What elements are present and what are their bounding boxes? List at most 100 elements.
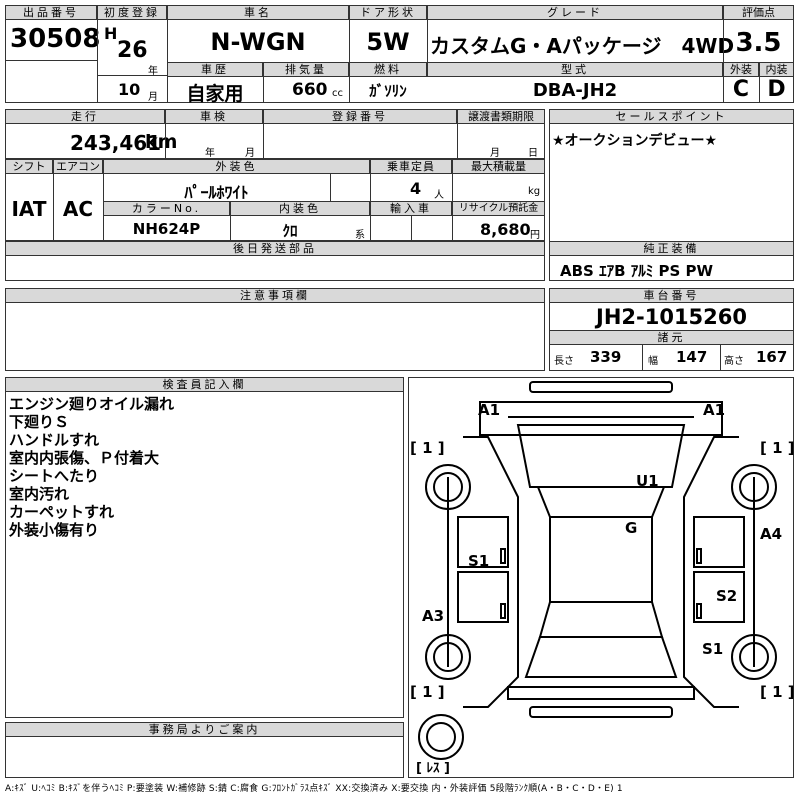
displacement-label: 排気量 — [263, 62, 349, 77]
reg-month-unit: 月 — [148, 92, 158, 103]
equipment-value: ABS ｴｱB ｱﾙﾐ PS PW — [560, 262, 714, 280]
interior-label: 内装 — [759, 62, 794, 77]
mark-u1: U1 — [636, 472, 659, 490]
office-label: 事務局よりご案内 — [5, 722, 404, 737]
mark-a1-left: A1 — [478, 401, 500, 419]
era: H — [104, 24, 118, 43]
note-line: 室内内張傷、Ｐ付着大 — [9, 449, 160, 467]
import-label: 輸入車 — [370, 201, 452, 216]
caution-label: 注意事項欄 — [5, 288, 545, 303]
score-label: 評価点 — [723, 5, 794, 20]
inspection-month-unit: 月 — [245, 148, 255, 159]
spare-tire-mark: [ ﾚｽ ] — [416, 761, 450, 776]
capacity-unit: 人 — [434, 190, 444, 201]
aircon-value: AC — [62, 197, 94, 221]
ext-color-value: ﾊﾟｰﾙﾎﾜｲﾄ — [184, 183, 249, 202]
shift-label: シフト — [5, 159, 53, 174]
tire-rl-mark: [ 1 ] — [410, 683, 445, 701]
transfer-month-unit: 月 — [490, 148, 500, 159]
fuel-label: 燃料 — [349, 62, 427, 77]
note-line: 室内汚れ — [9, 485, 70, 503]
tire-rr-mark: [ 1 ] — [760, 683, 794, 701]
model-label: 車名 — [167, 5, 349, 20]
score-value: 3.5 — [735, 28, 782, 58]
doors-label: ドア形状 — [349, 5, 427, 20]
note-line: エンジン廻りオイル漏れ — [9, 395, 175, 413]
interior-score: D — [767, 77, 786, 102]
history-value: 自家用 — [186, 83, 244, 105]
color-no-label: カラーNo. — [103, 201, 230, 216]
lot-label: 出品番号 — [5, 5, 97, 20]
note-line: カーペットすれ — [9, 503, 115, 521]
tire-fl-mark: [ 1 ] — [410, 439, 445, 457]
int-color-unit: 系 — [355, 230, 365, 241]
car-damage-diagram: A1 A1 U1 G S1 A4 A3 S2 S1 [ 1 ] [ 1 ] [ … — [410, 381, 794, 776]
displacement-value: 660 — [292, 80, 328, 100]
height-value: 167 — [756, 348, 788, 366]
chassis-number: JH2-1015260 — [596, 305, 747, 329]
mark-a4: A4 — [760, 525, 782, 543]
length-value: 339 — [590, 348, 622, 366]
fuel-value: ｶﾞｿﾘﾝ — [369, 82, 407, 100]
mileage-unit: km — [145, 131, 178, 153]
shift-value: IAT — [11, 197, 47, 221]
width-value: 147 — [676, 348, 708, 366]
sales-point-label: セールスポイント — [549, 109, 794, 124]
transfer-day-unit: 日 — [528, 148, 538, 159]
damage-diagram-frame — [408, 377, 794, 778]
inspector-label: 検査員記入欄 — [5, 377, 404, 392]
chassis-label: 車台番号 — [549, 288, 794, 303]
mark-a3: A3 — [422, 607, 444, 625]
lot-number: 30508 — [10, 24, 101, 54]
inspector-notes: エンジン廻りオイル漏れ 下廻りＳ ハンドルすれ 室内内張傷、Ｐ付着大 シートへた… — [9, 395, 174, 539]
tire-fr-mark: [ 1 ] — [760, 439, 794, 457]
mileage-label: 走行 — [5, 109, 165, 124]
reg-year-unit: 年 — [148, 66, 158, 77]
grade-label: グレード — [427, 5, 723, 20]
mark-s1-left: S1 — [468, 552, 489, 570]
transfer-label: 譲渡書類期限 — [457, 109, 545, 124]
mark-s2: S2 — [716, 587, 737, 605]
note-line: ハンドルすれ — [9, 431, 100, 449]
legend: A:ｷｽﾞ U:ﾍｺﾐ B:ｷｽﾞを伴うﾍｺﾐ P:要塗装 W:補修跡 S:錆 … — [5, 784, 623, 794]
aircon-label: エアコン — [53, 159, 103, 174]
exterior-score: C — [732, 77, 750, 102]
type-label: 型式 — [427, 62, 723, 77]
history-label: 車歴 — [167, 62, 263, 77]
height-label: 高さ — [724, 356, 744, 367]
note-line: 下廻りＳ — [9, 413, 70, 431]
inspection-label: 車検 — [165, 109, 263, 124]
model-name: N-WGN — [210, 28, 306, 56]
length-label: 長さ — [554, 356, 574, 367]
note-line: 外装小傷有り — [9, 521, 100, 539]
inspection-year-unit: 年 — [205, 148, 215, 159]
mileage-value: 243,461 — [70, 131, 162, 155]
max-load-unit: kg — [528, 186, 541, 197]
color-no-value: NH624P — [132, 220, 201, 238]
note-line: シートへたり — [9, 467, 100, 485]
max-load-label: 最大積載量 — [452, 159, 545, 174]
mark-g: G — [625, 519, 637, 537]
type-value: DBA-JH2 — [532, 80, 618, 101]
capacity-label: 乗車定員 — [370, 159, 452, 174]
spec-label: 諸元 — [549, 330, 794, 345]
int-color-value: ｸﾛ — [282, 222, 298, 240]
mark-s1-right: S1 — [702, 640, 723, 658]
later-parts-label: 後日発送部品 — [5, 241, 545, 256]
reg-year: 26 — [117, 38, 148, 63]
grade-value: カスタムG・Aパッケージ 4WD — [430, 34, 735, 58]
int-color-label: 内装色 — [230, 201, 370, 216]
width-label: 幅 — [648, 356, 658, 367]
recycle-value: 8,680 — [480, 220, 531, 239]
sales-point-text: ★オークションデビュー★ — [552, 133, 718, 149]
recycle-label: リサイクル預託金 — [452, 201, 545, 216]
exterior-label: 外装 — [723, 62, 759, 77]
mark-a1-right: A1 — [703, 401, 725, 419]
recycle-unit: 円 — [530, 230, 540, 241]
ext-color-label: 外装色 — [103, 159, 370, 174]
capacity-value: 4 — [410, 179, 422, 198]
reg-month: 10 — [118, 80, 141, 99]
displacement-unit: cc — [332, 88, 343, 99]
equipment-label: 純正装備 — [549, 241, 794, 256]
